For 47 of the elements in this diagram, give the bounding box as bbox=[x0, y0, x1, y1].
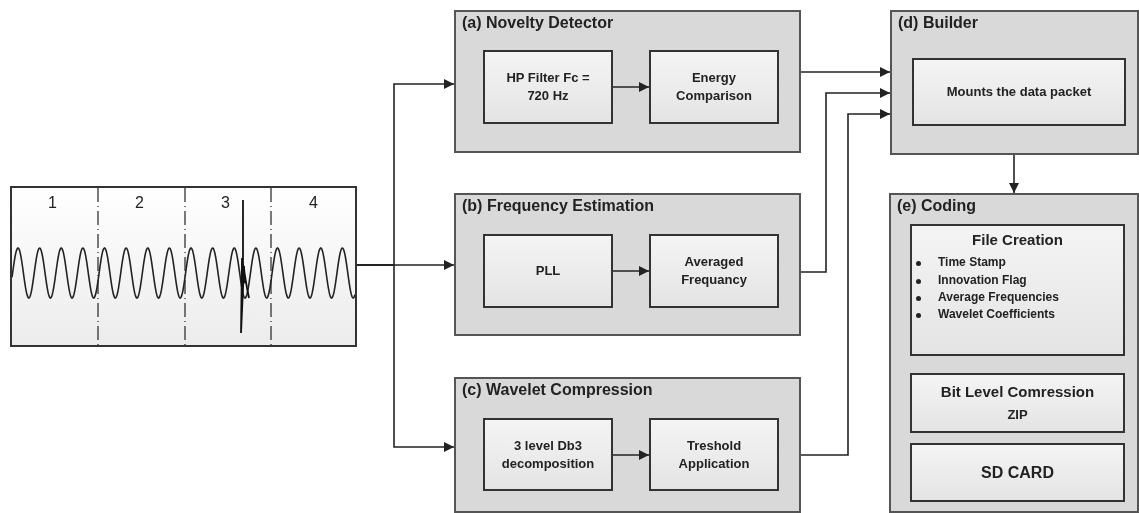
bullet-item: Innovation Flag bbox=[912, 271, 1123, 290]
box-heading: File Creation bbox=[971, 230, 1064, 250]
block-panel bbox=[889, 193, 1139, 513]
box-text: Mounts the data packet bbox=[946, 83, 1092, 101]
box-text: Bit Level Comression bbox=[940, 382, 1095, 403]
bullet-item: Time Stamp bbox=[912, 254, 1123, 272]
bullet-item: Wavelet Coefficients bbox=[912, 306, 1123, 324]
process-box bbox=[910, 373, 1125, 433]
segment-number: 2 bbox=[135, 194, 144, 212]
arrow bbox=[800, 88, 891, 273]
arrow bbox=[612, 266, 650, 276]
process-box bbox=[910, 224, 1125, 356]
process-box bbox=[910, 443, 1125, 502]
block-panel bbox=[454, 10, 801, 153]
box-text: Treshold Application bbox=[677, 436, 751, 473]
segment-number: 4 bbox=[309, 194, 318, 212]
box-text: 3 level Db3 decomposition bbox=[500, 436, 596, 473]
box-text: Energy Comparison bbox=[675, 69, 753, 105]
process-box bbox=[649, 418, 779, 491]
panel-heading: (a) Novelty Detector bbox=[462, 14, 614, 32]
block-panel bbox=[890, 10, 1139, 155]
block-panel bbox=[454, 193, 801, 336]
arrow bbox=[800, 67, 891, 77]
bullet-item: Average Frequencies bbox=[912, 289, 1123, 307]
arrow bbox=[356, 264, 455, 452]
box-text: Averaged Frequancy bbox=[680, 253, 748, 289]
arrow bbox=[1009, 154, 1019, 194]
panel-heading: (e) Coding bbox=[897, 197, 977, 215]
process-box bbox=[912, 58, 1126, 126]
box-text: HP Filter Fc = 720 Hz bbox=[505, 69, 591, 105]
segment-number: 1 bbox=[48, 194, 57, 212]
box-text: SD CARD bbox=[981, 462, 1054, 483]
process-box bbox=[483, 418, 613, 491]
panel-heading: (c) Wavelet Compression bbox=[462, 381, 653, 399]
arrow bbox=[612, 450, 650, 460]
arrow bbox=[800, 109, 891, 456]
process-box bbox=[483, 234, 613, 308]
segment-number: 3 bbox=[221, 194, 230, 212]
process-box bbox=[483, 50, 613, 124]
process-box bbox=[649, 50, 779, 124]
panel-heading: (d) Builder bbox=[898, 14, 978, 32]
arrow bbox=[612, 82, 650, 92]
process-box bbox=[649, 234, 779, 308]
box-subtext: ZIP bbox=[1007, 406, 1028, 424]
box-text: PLL bbox=[535, 262, 561, 280]
block-panel bbox=[454, 377, 801, 513]
panel-heading: (b) Frequency Estimation bbox=[462, 197, 655, 215]
